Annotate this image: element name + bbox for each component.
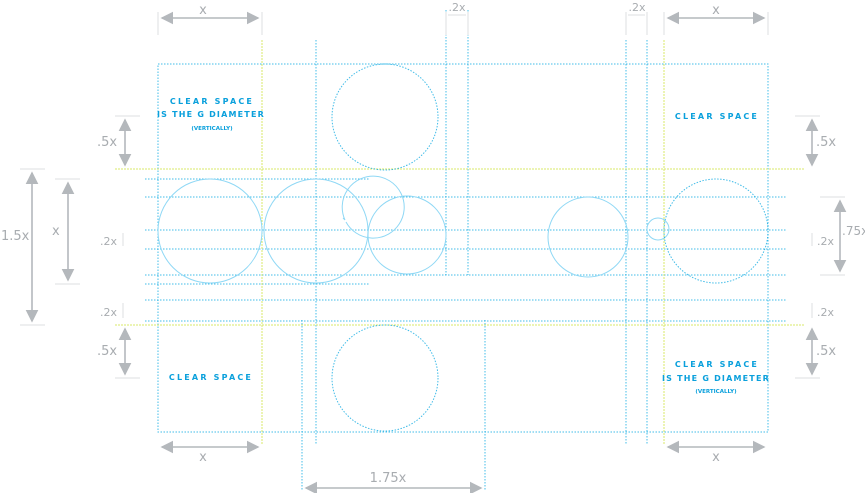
dim-label-x: x bbox=[712, 3, 720, 18]
dim-label-point2x: .2x bbox=[448, 1, 465, 14]
dim-label-x: x bbox=[199, 450, 207, 465]
clear-space-label: CLEAR SPACE bbox=[675, 360, 759, 369]
dim-label-point5x: .5x bbox=[97, 344, 117, 359]
vertically-label: (VERTICALLY) bbox=[695, 389, 737, 395]
horizontal-guides bbox=[145, 178, 787, 322]
dim-label-point2x: .2x bbox=[100, 235, 117, 248]
dim-label-x: x bbox=[199, 3, 207, 18]
g-circle bbox=[263, 178, 369, 284]
clear-space-label: CLEAR SPACE bbox=[169, 373, 253, 382]
dim-label-point5x: .5x bbox=[97, 135, 117, 150]
dim-label-point5x: .5x bbox=[816, 135, 836, 150]
clear-space-circle-top bbox=[331, 63, 439, 171]
dim-label-point2x: .2x bbox=[628, 1, 645, 14]
clear-space-circle-bottom bbox=[331, 324, 439, 432]
o-circle-right bbox=[547, 196, 629, 278]
letter-circles bbox=[157, 63, 769, 432]
dim-label-x: x bbox=[712, 450, 720, 465]
dim-label-x: x bbox=[52, 224, 60, 239]
dim-label-point2x: .2x bbox=[817, 306, 834, 319]
o-circle bbox=[367, 195, 447, 275]
dot-circle bbox=[646, 217, 670, 241]
dimension-lines bbox=[20, 11, 847, 493]
vertically-label: (VERTICALLY) bbox=[191, 126, 233, 132]
g-spiral bbox=[341, 175, 405, 239]
dim-label-1-75x: 1.75x bbox=[370, 471, 407, 486]
dim-label-point2x: .2x bbox=[100, 306, 117, 319]
clear-space-label: CLEAR SPACE bbox=[170, 97, 254, 106]
dim-label-point75x: .75x bbox=[842, 224, 865, 238]
g-diameter-label: IS THE G DIAMETER bbox=[157, 110, 265, 119]
dim-label-point2x: .2x bbox=[817, 235, 834, 248]
dim-label-1-5x: 1.5x bbox=[1, 229, 30, 244]
g-circle-right bbox=[663, 178, 769, 284]
g-diameter-label: IS THE G DIAMETER bbox=[662, 374, 770, 383]
dim-label-point5x: .5x bbox=[816, 344, 836, 359]
vertical-guides bbox=[301, 10, 648, 490]
clear-space-label: CLEAR SPACE bbox=[675, 112, 759, 121]
g-circle-left bbox=[157, 178, 263, 284]
logo-bounds bbox=[115, 40, 805, 445]
